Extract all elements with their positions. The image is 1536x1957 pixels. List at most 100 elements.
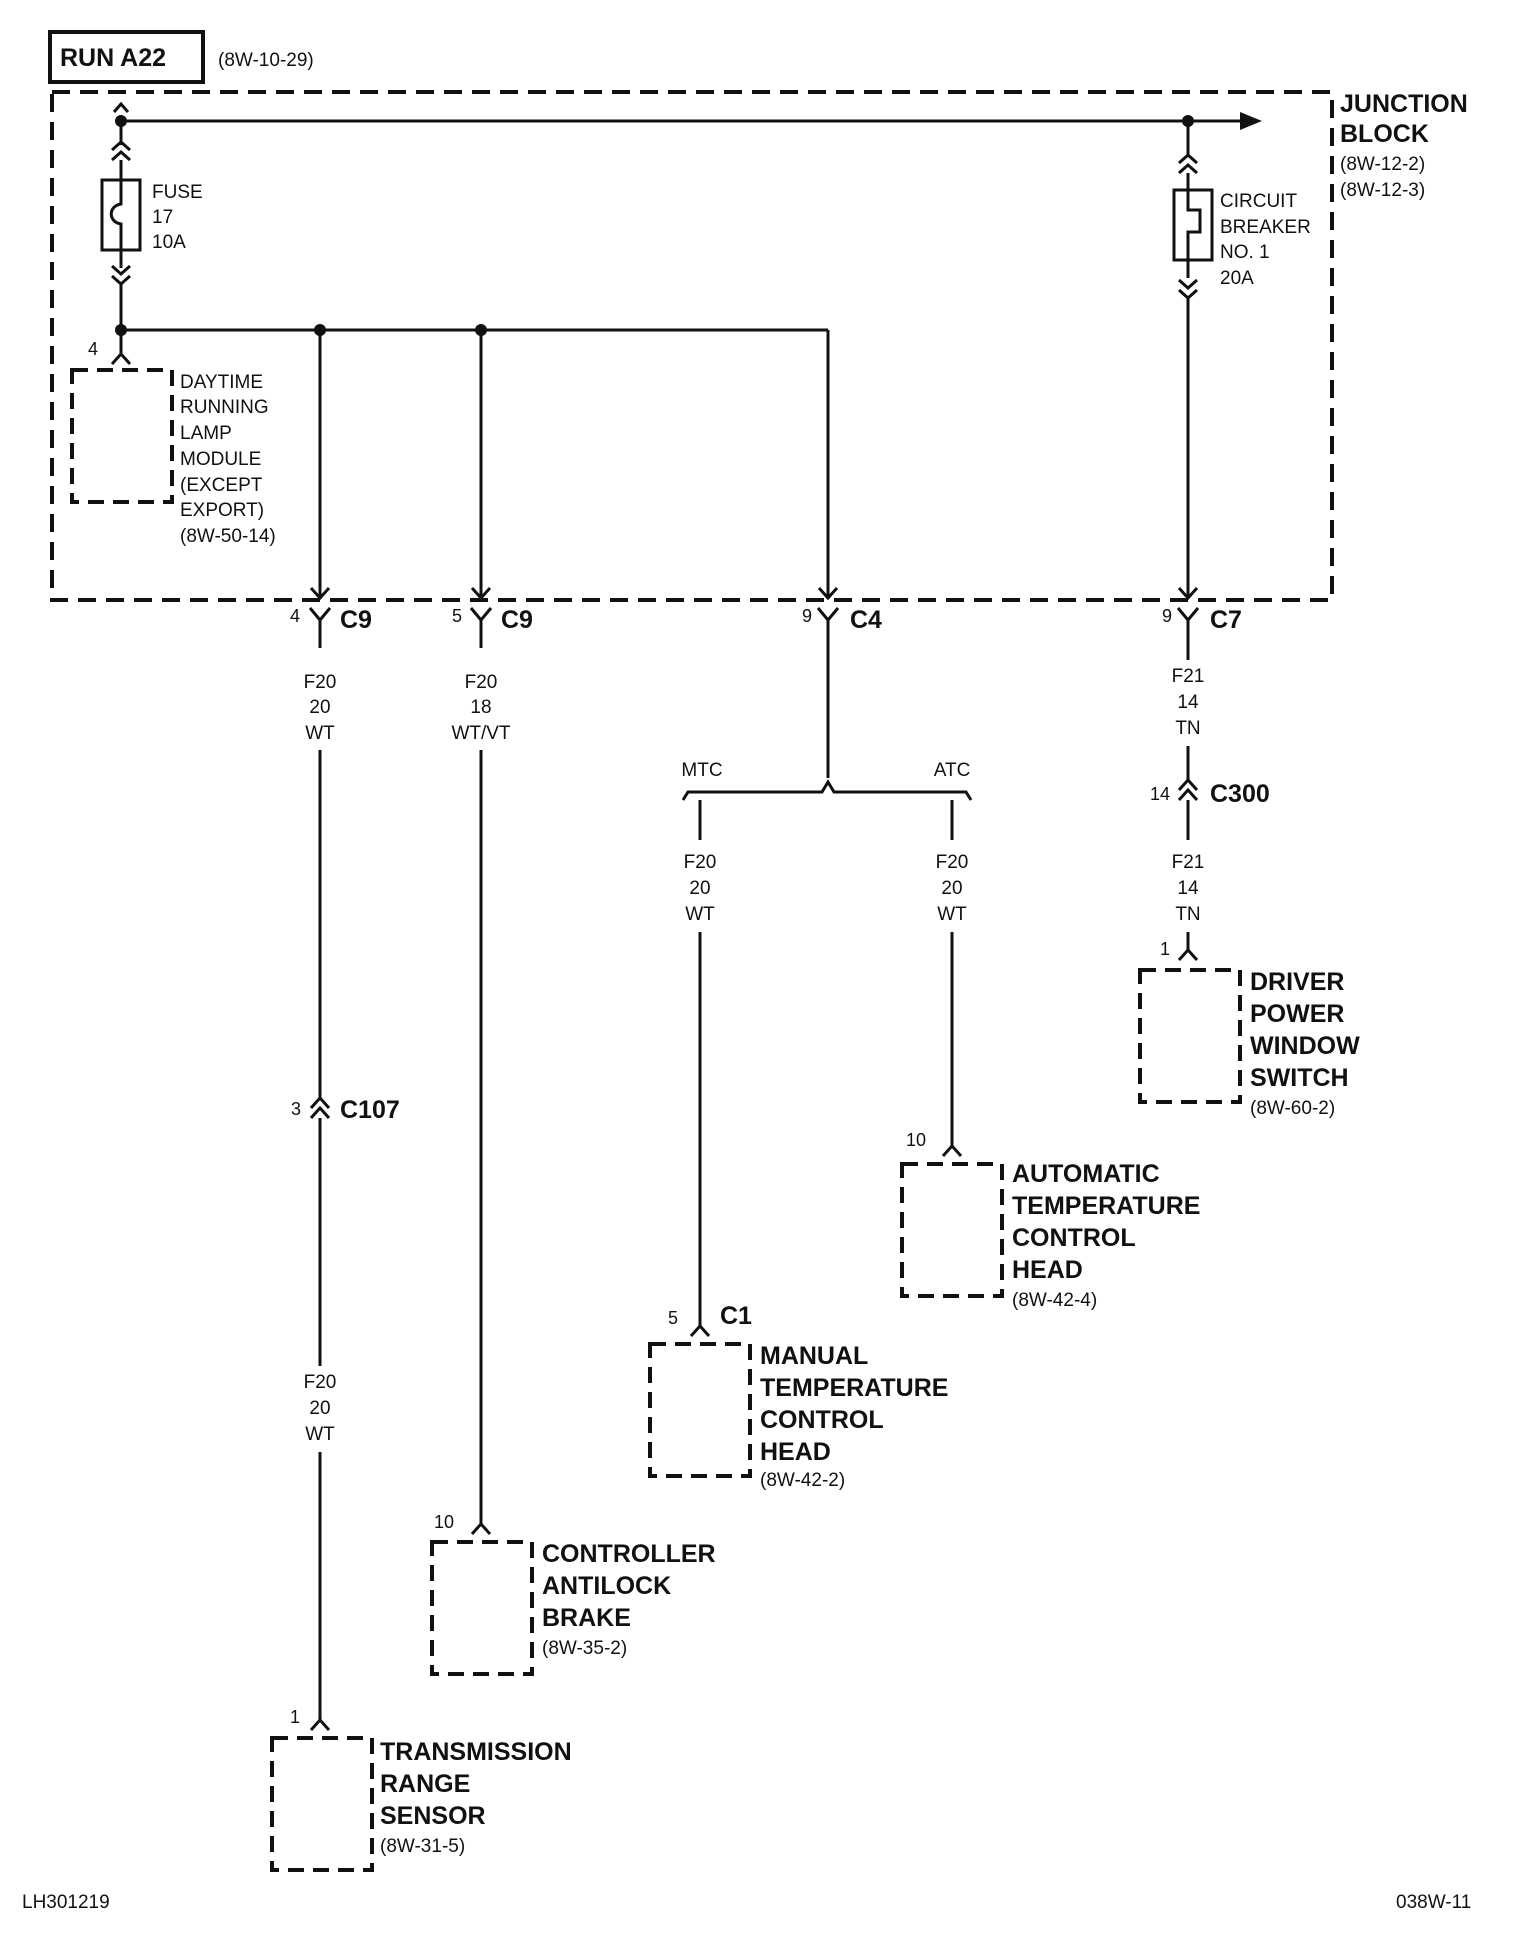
top-bus [112, 101, 1262, 130]
window-switch-box [1138, 968, 1242, 1104]
mtc-label-1: MANUAL [760, 1342, 868, 1370]
connector-c4 [816, 586, 840, 778]
mtc-atc-split [681, 779, 973, 801]
atc-ref: (8W-42-4) [1012, 1290, 1097, 1311]
wc7-gauge: 14 [1177, 692, 1199, 713]
distribution-bus [110, 324, 830, 598]
wc7-circuit: F21 [1172, 666, 1205, 687]
junction-block-label-1: JUNCTION [1340, 90, 1468, 118]
trs-label-1: TRANSMISSION [380, 1738, 572, 1766]
c9a-name: C9 [340, 606, 372, 634]
w2-gauge: 18 [470, 697, 491, 718]
c4-pin: 9 [802, 606, 812, 626]
drl-label-2: RUNNING [180, 397, 269, 418]
connector-c300 [1177, 777, 1199, 802]
c9b-pin: 5 [452, 606, 462, 626]
atc-label-3: CONTROL [1012, 1224, 1136, 1252]
abs-box [430, 1540, 534, 1676]
title-box [48, 30, 205, 84]
wc7-color: TN [1175, 718, 1200, 739]
trs-label-3: SENSOR [380, 1802, 486, 1830]
abs-label-3: BRAKE [542, 1604, 631, 1632]
branch-atc-label: ATC [934, 760, 971, 781]
mtc-label-4: HEAD [760, 1438, 831, 1466]
wmtc-color: WT [685, 904, 715, 925]
trs-ref: (8W-31-5) [380, 1836, 465, 1857]
wmtc-gauge: 20 [689, 878, 710, 899]
connector-c107 [309, 1095, 331, 1120]
abs-ref: (8W-35-2) [542, 1638, 627, 1659]
c7-name: C7 [1210, 606, 1242, 634]
w1b-circuit: F20 [304, 1372, 337, 1393]
abs-pin: 10 [434, 1512, 454, 1532]
c107-pin: 3 [291, 1099, 301, 1119]
window-switch-label-2: POWER [1250, 1000, 1344, 1028]
wmtc-circuit: F20 [684, 852, 717, 873]
junction-block-ref-2: (8W-12-3) [1340, 180, 1425, 201]
atc-terminal [941, 1143, 963, 1158]
window-switch-ref: (8W-60-2) [1250, 1098, 1335, 1119]
window-switch-label-4: SWITCH [1250, 1064, 1349, 1092]
connector-c9-pin4 [308, 586, 332, 648]
breaker-label-2: BREAKER [1220, 217, 1311, 238]
c1-name: C1 [720, 1302, 752, 1330]
page-title: RUN A22 [60, 44, 166, 72]
connector-c7 [1176, 586, 1200, 660]
mtc-terminal [689, 1323, 711, 1338]
mtc-ref: (8W-42-2) [760, 1470, 845, 1491]
junction-block-outline [50, 90, 1334, 602]
drl-module-box [70, 368, 174, 504]
c7-pin: 9 [1162, 606, 1172, 626]
fuse-label-1: FUSE [152, 182, 203, 203]
c4-name: C4 [850, 606, 882, 634]
atc-label-1: AUTOMATIC [1012, 1160, 1160, 1188]
window-switch-pin: 1 [1160, 939, 1170, 959]
wc300-gauge: 14 [1177, 878, 1199, 899]
c107-name: C107 [340, 1096, 400, 1124]
c9a-pin: 4 [290, 606, 300, 626]
trs-box [270, 1736, 374, 1872]
breaker-label-1: CIRCUIT [1220, 191, 1297, 212]
drl-label-5: (EXCEPT [180, 475, 263, 496]
c300-pin: 14 [1150, 784, 1170, 804]
window-switch-terminal [1177, 947, 1199, 962]
connector-c9-pin5 [469, 586, 493, 648]
wc300-circuit: F21 [1172, 852, 1205, 873]
page-title-ref: (8W-10-29) [218, 50, 314, 71]
w2-color: WT/VT [451, 723, 510, 744]
w1-circuit: F20 [304, 672, 337, 693]
window-switch-label-3: WINDOW [1250, 1032, 1360, 1060]
trs-pin: 1 [290, 1707, 300, 1727]
mtc-label-2: TEMPERATURE [760, 1374, 948, 1402]
drl-pin: 4 [88, 339, 98, 359]
junction-block-label-2: BLOCK [1340, 120, 1429, 148]
w1-color: WT [305, 723, 335, 744]
footer-left: LH301219 [22, 1892, 110, 1913]
circuit-breaker-1 [1172, 121, 1214, 598]
drl-ref: (8W-50-14) [180, 526, 276, 547]
junction-block-ref-1: (8W-12-2) [1340, 154, 1425, 175]
abs-label-1: CONTROLLER [542, 1540, 716, 1568]
wc300-color: TN [1175, 904, 1200, 925]
drl-label-3: LAMP [180, 423, 232, 444]
w2-circuit: F20 [465, 672, 498, 693]
window-switch-label-1: DRIVER [1250, 968, 1344, 996]
footer-right: 038W-11 [1396, 1892, 1471, 1913]
fuse-17 [100, 121, 142, 330]
abs-label-2: ANTILOCK [542, 1572, 671, 1600]
c300-name: C300 [1210, 780, 1270, 808]
abs-terminal [470, 1521, 492, 1536]
atc-label-2: TEMPERATURE [1012, 1192, 1200, 1220]
c1-pin: 5 [668, 1308, 678, 1328]
fuse-label-2: 17 [152, 207, 173, 228]
drl-label-1: DAYTIME [180, 372, 263, 393]
atc-head-box [900, 1162, 1004, 1298]
branch-mtc-label: MTC [681, 760, 722, 781]
mtc-head-box [648, 1342, 752, 1478]
mtc-label-3: CONTROL [760, 1406, 884, 1434]
watc-color: WT [937, 904, 967, 925]
breaker-label-3: NO. 1 [1220, 242, 1270, 263]
atc-pin: 10 [906, 1130, 926, 1150]
w1-gauge: 20 [309, 697, 330, 718]
